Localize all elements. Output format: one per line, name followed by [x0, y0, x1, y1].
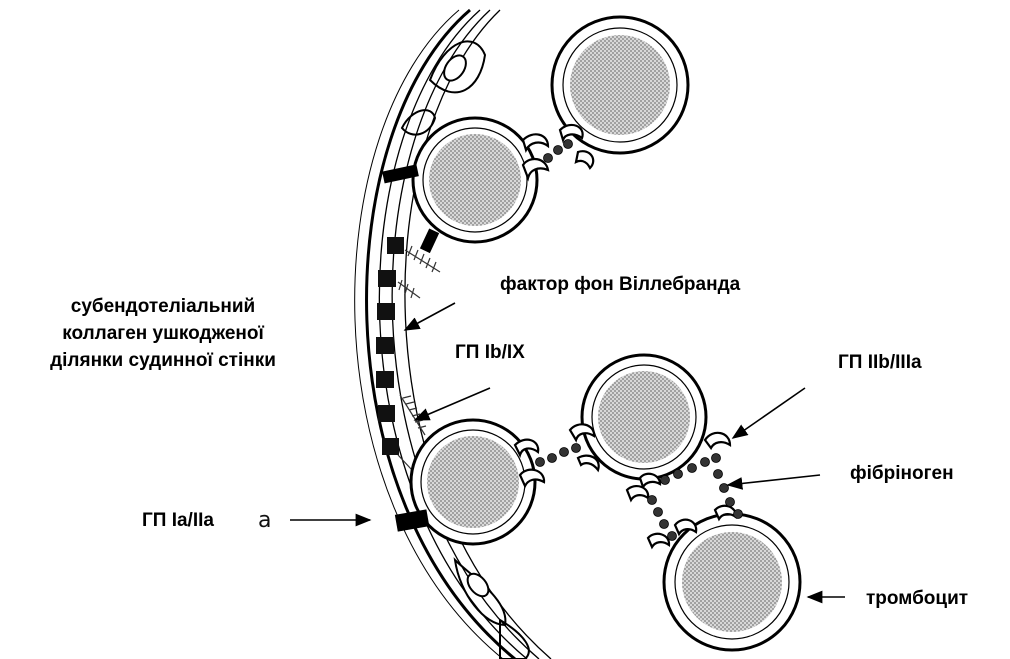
label-gp-iib-iiia: ГП IIb/IIIa — [838, 352, 922, 373]
label-collagen-line2: коллаген ушкодженої — [62, 323, 264, 344]
platelet-adherent-top — [382, 118, 537, 253]
label-platelet: тромбоцит — [866, 588, 968, 609]
platelet-adherent-bottom — [395, 420, 535, 544]
arrow-fibrinogen — [728, 475, 820, 485]
label-gp-ia-iia: ГП Ia/IIa — [142, 510, 214, 531]
platelet-bottom-right — [664, 514, 800, 650]
arrow-collagen — [405, 303, 455, 330]
arrow-gp-iib-iiia — [733, 388, 805, 438]
gp-receptors — [515, 125, 736, 547]
label-gp-ib-ix: ГП Ib/IX — [455, 342, 525, 363]
label-fibrinogen: фібріноген — [850, 463, 954, 484]
fibrinogen-bridges — [536, 140, 743, 541]
arrow-gp-ib-ix — [415, 388, 490, 420]
label-vwf: фактор фон Віллебранда — [500, 274, 741, 295]
vessel-wall — [355, 10, 551, 659]
label-collagen-line3: ділянки судинної стінки — [50, 350, 276, 371]
platelet-middle-right — [582, 355, 706, 479]
label-marker-a: a — [258, 508, 271, 533]
label-collagen-line1: субендотеліальний — [71, 296, 255, 317]
